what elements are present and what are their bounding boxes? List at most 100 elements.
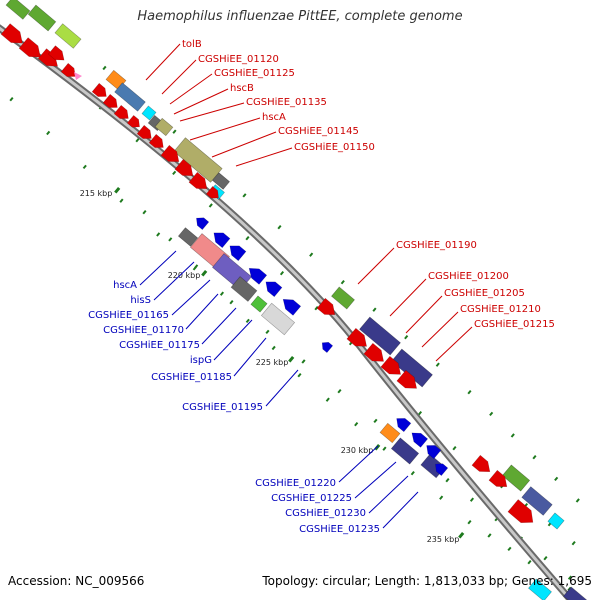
leader-line — [189, 117, 261, 141]
gene-label-reverse: CGSHiEE_01195 — [182, 402, 263, 413]
grid-dot — [567, 586, 572, 592]
leader-line — [405, 295, 443, 334]
feature-block — [212, 172, 230, 190]
gene-arrow — [396, 369, 417, 389]
leader-line — [213, 319, 253, 361]
grid-dot — [245, 235, 250, 241]
leader-line — [368, 475, 409, 514]
gene-label-reverse: CGSHiEE_01165 — [88, 310, 169, 321]
gene-arrow — [426, 445, 442, 460]
leader-line — [179, 102, 245, 122]
grid-dot — [172, 170, 177, 176]
grid-dot — [354, 422, 359, 427]
grid-dot — [119, 198, 124, 203]
leader-line — [171, 279, 211, 316]
gene-label-forward: CGSHiEE_01120 — [198, 54, 279, 65]
feature-block — [379, 422, 401, 444]
leader-line — [235, 147, 293, 167]
grid-dot — [532, 455, 537, 460]
grid-dot — [297, 373, 302, 378]
feature-block — [563, 586, 587, 600]
gene-arrow — [126, 114, 140, 128]
feature-block — [390, 437, 420, 465]
grid-dot — [469, 497, 475, 502]
topology-text: Topology: circular; Length: 1,813,033 bp… — [262, 574, 592, 588]
feature-block — [5, 0, 31, 20]
leader-line — [354, 461, 397, 499]
grid-dot — [404, 335, 409, 340]
gene-arrow — [396, 418, 412, 433]
grid-dot — [510, 433, 515, 438]
map-title: Haemophilus influenzae PittEE, complete … — [137, 9, 463, 24]
gene-arrow — [91, 82, 107, 97]
gene-arrow — [136, 124, 152, 139]
gene-label-reverse: CGSHiEE_01175 — [119, 340, 200, 351]
gene-arrow — [188, 171, 208, 190]
feature-block — [54, 23, 82, 49]
gene-arrow — [47, 45, 65, 61]
grid-dot — [575, 498, 580, 503]
grid-dot — [9, 97, 14, 102]
gene-label-forward: CGSHiEE_01200 — [428, 271, 509, 282]
feature-block — [250, 295, 268, 313]
leader-line — [145, 43, 181, 81]
grid-dot — [373, 418, 378, 424]
scale-tick-label: 215 kbp — [80, 189, 113, 198]
feature-block — [177, 227, 199, 247]
leader-line — [265, 369, 299, 407]
grid-dot — [554, 476, 559, 482]
feature-block — [173, 137, 223, 183]
leader-line — [233, 337, 267, 377]
grid-dot — [142, 210, 147, 215]
gene-label-forward: hscA — [262, 112, 286, 123]
grid-dot — [271, 345, 276, 351]
scale-tick-mark — [458, 532, 465, 539]
gene-label-reverse: CGSHiEE_01235 — [299, 524, 380, 535]
leader-line — [435, 326, 473, 362]
leader-line — [161, 59, 197, 95]
gene-label-forward: CGSHiEE_01215 — [474, 319, 555, 330]
gene-label-reverse: CGSHiEE_01230 — [285, 508, 366, 519]
gene-arrow — [471, 454, 491, 473]
grid-dot — [194, 264, 199, 269]
gene-label-reverse: CGSHiEE_01185 — [151, 372, 232, 383]
grid-dot — [467, 519, 472, 525]
grid-dot — [219, 291, 225, 296]
gene-arrow — [148, 133, 164, 148]
gene-label-reverse: hisS — [130, 295, 151, 306]
gene-label-forward: CGSHiEE_01145 — [278, 126, 359, 137]
gene-arrow — [18, 37, 41, 58]
grid-dot — [301, 359, 306, 364]
gene-label-reverse: CGSHiEE_01220 — [255, 478, 336, 489]
grid-dot — [527, 560, 532, 565]
scale-tick-mark — [201, 270, 208, 277]
gene-label-reverse: CGSHiEE_01170 — [103, 325, 184, 336]
leader-line — [389, 278, 427, 317]
leader-line — [153, 261, 195, 301]
grid-dot — [487, 533, 492, 538]
feature-block — [521, 486, 553, 516]
grid-dot — [337, 389, 342, 394]
scale-tick-mark — [288, 355, 295, 363]
gene-arrow — [435, 463, 449, 477]
grid-dot — [245, 318, 250, 324]
leader-line — [139, 250, 177, 286]
gene-label-forward: CGSHiEE_01190 — [396, 240, 477, 251]
grid-dot — [172, 129, 177, 134]
feature-block — [528, 578, 552, 600]
grid-dot — [314, 306, 319, 311]
gene-arrow — [488, 469, 508, 488]
grid-dot — [567, 575, 573, 580]
gene-arrow — [411, 432, 429, 448]
grid-dot — [156, 232, 161, 237]
grid-dot — [435, 362, 440, 367]
gene-label-forward: CGSHiEE_01205 — [444, 288, 525, 299]
grid-dot — [46, 130, 51, 136]
gene-arrow — [196, 217, 210, 231]
grid-dot — [265, 329, 270, 335]
feature-block — [114, 82, 146, 112]
gene-arrow — [205, 185, 219, 199]
grid-dot — [571, 541, 576, 546]
